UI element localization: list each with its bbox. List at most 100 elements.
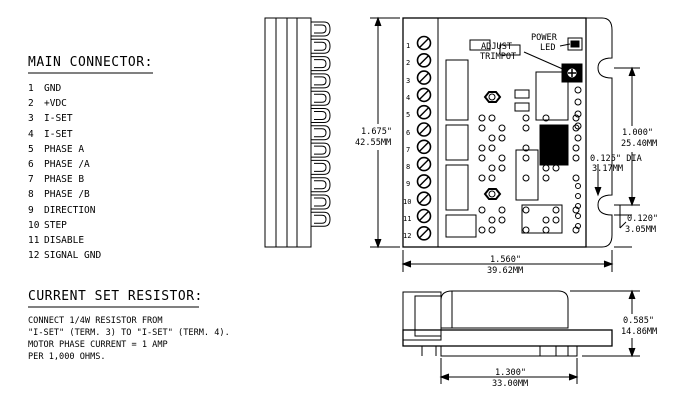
pcb-pad (488, 174, 496, 182)
hole-dia-inch: 0.125" DIA (590, 154, 642, 164)
screw-slot (419, 193, 429, 204)
connector-tooth-inner (314, 197, 327, 207)
pin-name: STEP (44, 219, 67, 231)
side-width-mm: 33.00MM (492, 379, 529, 389)
connector-tooth-inner (314, 59, 327, 69)
terminal-number: 7 (406, 145, 411, 154)
hole-dia-mm: 3.17MM (592, 164, 624, 174)
terminal-number: 11 (403, 215, 412, 223)
screw-slot (419, 211, 429, 221)
terminal-number: 6 (406, 128, 411, 137)
pin-number: 10 (28, 219, 40, 231)
terminal-number: 3 (406, 76, 411, 85)
dimension-lines (370, 16, 640, 272)
pin-number: 1 (28, 83, 34, 94)
pcb-pads (478, 86, 582, 234)
pcb-pad (542, 216, 550, 224)
pcb-pad (572, 174, 580, 182)
hole-spacing-mm: 25.40MM (621, 139, 658, 149)
pcb-pad (575, 223, 581, 229)
pcb-pad (498, 134, 506, 142)
pcb-pad (478, 144, 486, 152)
connector-side-view (264, 17, 331, 248)
terminal-number: 9 (406, 180, 411, 189)
terminal-number: 8 (406, 163, 411, 172)
pcb-pad (574, 98, 582, 106)
width-dim-mm: 39.62MM (487, 266, 524, 276)
pin-name: PHASE /B (44, 189, 90, 201)
pcb-pad (572, 114, 580, 122)
height-dim-inch: 1.675" (361, 127, 393, 137)
connector-tooth-inner (314, 128, 327, 138)
screw-head (416, 52, 432, 68)
pcb-pad (574, 86, 582, 94)
screw-head (416, 35, 432, 51)
pin-name: I-SET (44, 128, 73, 140)
connector-tooth-inner (314, 76, 327, 86)
screw-slot (419, 107, 429, 118)
pcb-pad (488, 226, 496, 234)
pcb-pad (574, 134, 582, 142)
pin-number: 9 (28, 204, 34, 216)
pcb-pad (552, 206, 560, 214)
width-dim-inch: 1.560" (490, 255, 522, 265)
screw-head (416, 87, 432, 103)
screw-head (416, 208, 432, 224)
connector-tooth (311, 108, 331, 123)
power-led-label-1: POWER (531, 33, 557, 43)
connector-tooth-inner (314, 180, 327, 190)
pin-number: 2 (28, 98, 34, 110)
screw-head (416, 70, 432, 85)
pcb-pad (478, 114, 486, 122)
connector-tooth-inner (314, 214, 327, 224)
main-connector-title: MAIN CONNECTOR: (28, 55, 153, 70)
pcb-pad (478, 174, 486, 182)
pcb-pad (572, 144, 580, 152)
connector-teeth (311, 21, 331, 227)
screw-slot (419, 55, 429, 66)
screw-slot (419, 38, 429, 48)
pcb-pad (522, 206, 530, 214)
pcb-pad (575, 203, 581, 209)
pcb-pad (522, 114, 530, 122)
board-side-view (402, 289, 640, 384)
pcb-pad (498, 154, 506, 162)
connector-tooth-inner (314, 93, 327, 103)
terminal-number: 10 (403, 197, 412, 206)
side-legs (421, 346, 569, 356)
screw-slot (419, 124, 429, 135)
pin-number: 3 (28, 113, 34, 125)
resistor-note-line-2: "I-SET" (TERM. 3) TO "I-SET" (TERM. 4). (28, 328, 230, 338)
pcb-pad (498, 216, 506, 224)
pin-name: +VDC (44, 98, 67, 110)
terminal-number: 2 (406, 59, 411, 68)
connector-tooth (311, 194, 331, 210)
pcb-pad (572, 124, 580, 132)
connector-tooth-inner (314, 162, 327, 172)
pcb-pad (542, 174, 550, 182)
pcb-pad (522, 226, 530, 234)
screw-head (416, 191, 432, 206)
pcb-pad (552, 154, 560, 162)
screw-slot (419, 176, 429, 187)
pcb-pad (542, 144, 550, 152)
pcb-pad (575, 183, 581, 189)
pcb-pad (488, 216, 496, 224)
screw-head (416, 139, 432, 155)
pin-number: 8 (28, 189, 34, 201)
pcb-pad (488, 134, 496, 142)
pcb-pad (488, 144, 496, 152)
side-height-inch: 0.585" (623, 316, 655, 326)
pin-name: PHASE B (44, 174, 85, 186)
pin-name: DISABLE (44, 235, 85, 246)
pcb-pad (522, 144, 530, 152)
screw-slot (419, 89, 429, 100)
hole-spacing-inch: 1.000" (622, 128, 654, 138)
pin-number: 6 (28, 159, 34, 170)
pcb-pad (574, 122, 582, 130)
connector-tooth (311, 73, 331, 89)
board-top-view (402, 17, 613, 248)
pcb-pad (488, 164, 496, 172)
pcb-pad (522, 154, 530, 162)
edge-offset-inch: 0.120" (627, 214, 659, 224)
